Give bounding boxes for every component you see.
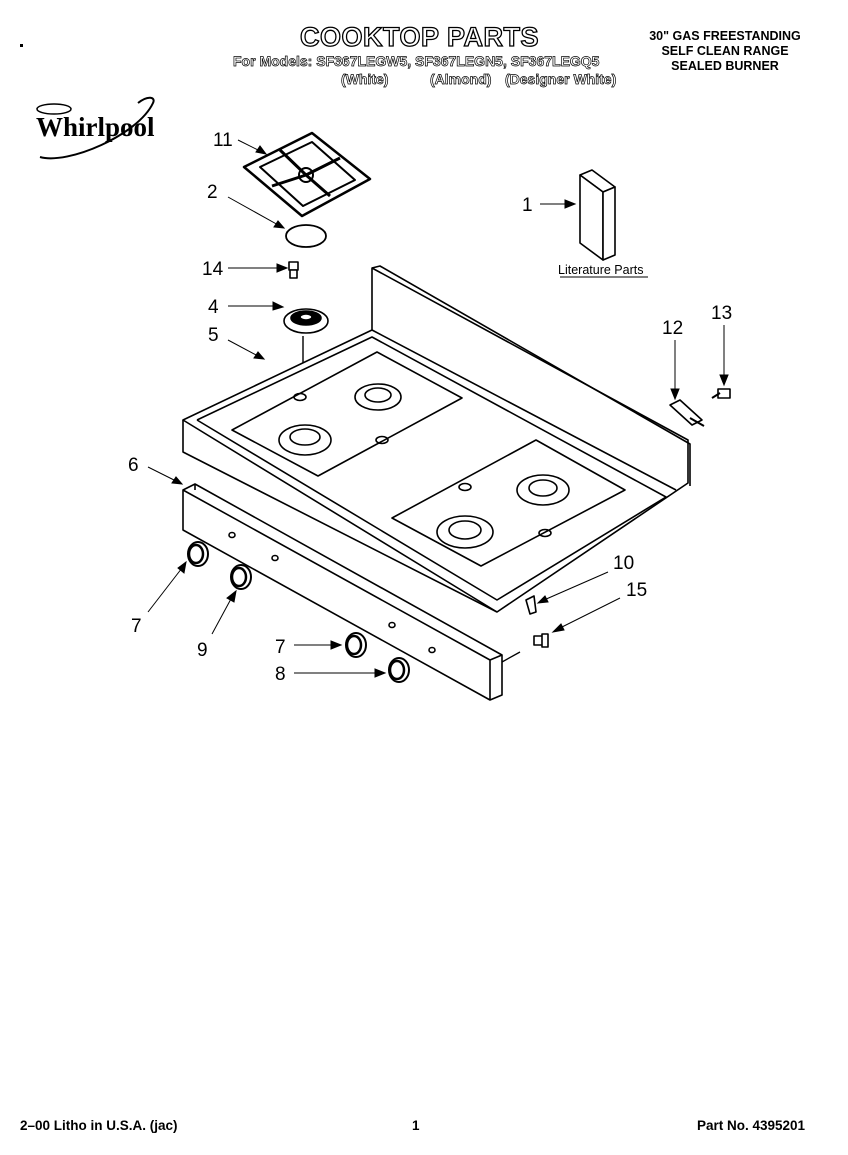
description-line-3: SEALED BURNER [671,59,779,73]
page-number: 1 [412,1118,420,1133]
print-info: 2–00 Litho in U.S.A. (jac) [20,1118,178,1133]
knob-left-rear [230,564,252,590]
whirlpool-logo: Whirlpool [36,96,155,160]
ignitor [669,399,705,427]
clip [525,595,537,615]
callout-6: 6 [128,455,139,476]
color-designer-white: (Designer White) [505,71,617,88]
callout-10: 10 [613,553,634,574]
stray-dot [20,44,23,47]
description-line-1: 30" GAS FREESTANDING [649,29,801,43]
cooktop-main [182,265,691,613]
model-list: For Models: SF367LEGW5, SF367LEGN5, SF36… [233,53,600,70]
knob-right-rear [388,657,410,683]
model-designer-white: SF367LEGQ5 [510,53,600,70]
color-almond: (Almond) [430,71,492,88]
callout-2: 2 [207,182,218,203]
brand-name: Whirlpool [36,112,155,142]
range-description: 30" GAS FREESTANDING SELF CLEAN RANGE SE… [630,29,820,74]
literature-parts-label: Literature Parts [558,263,643,277]
orifice-spud [288,261,299,279]
callout-5: 5 [208,325,219,346]
callout-11: 11 [213,130,233,151]
callout-14: 14 [202,259,224,280]
callout-13: 13 [711,303,732,324]
callout-7-right: 7 [275,637,286,658]
callout-12: 12 [662,318,683,339]
burner-grate [242,131,372,218]
description-line-2: SELF CLEAN RANGE [661,44,789,58]
color-white: (White) [341,71,389,88]
callout-15: 15 [626,580,647,601]
part-number: Part No. 4395201 [697,1118,806,1133]
burner-cap [285,224,327,248]
burner-base [283,308,329,334]
knob-left-front [187,541,209,567]
model-almond: SF367LEGN5, [415,53,508,70]
model-white: SF367LEGW5, [316,53,412,70]
knob-right-front [345,632,367,658]
callout-7-left: 7 [131,616,142,637]
models-prefix: For Models: [233,53,313,70]
page-title: COOKTOP PARTS [299,21,540,52]
callout-9: 9 [197,640,208,661]
ignitor-screw [711,388,731,399]
literature-book-icon [579,169,616,261]
manifold-panel [182,483,503,701]
callout-1: 1 [522,195,533,216]
screw [533,633,549,648]
callout-4: 4 [208,297,219,318]
callout-8: 8 [275,664,286,685]
